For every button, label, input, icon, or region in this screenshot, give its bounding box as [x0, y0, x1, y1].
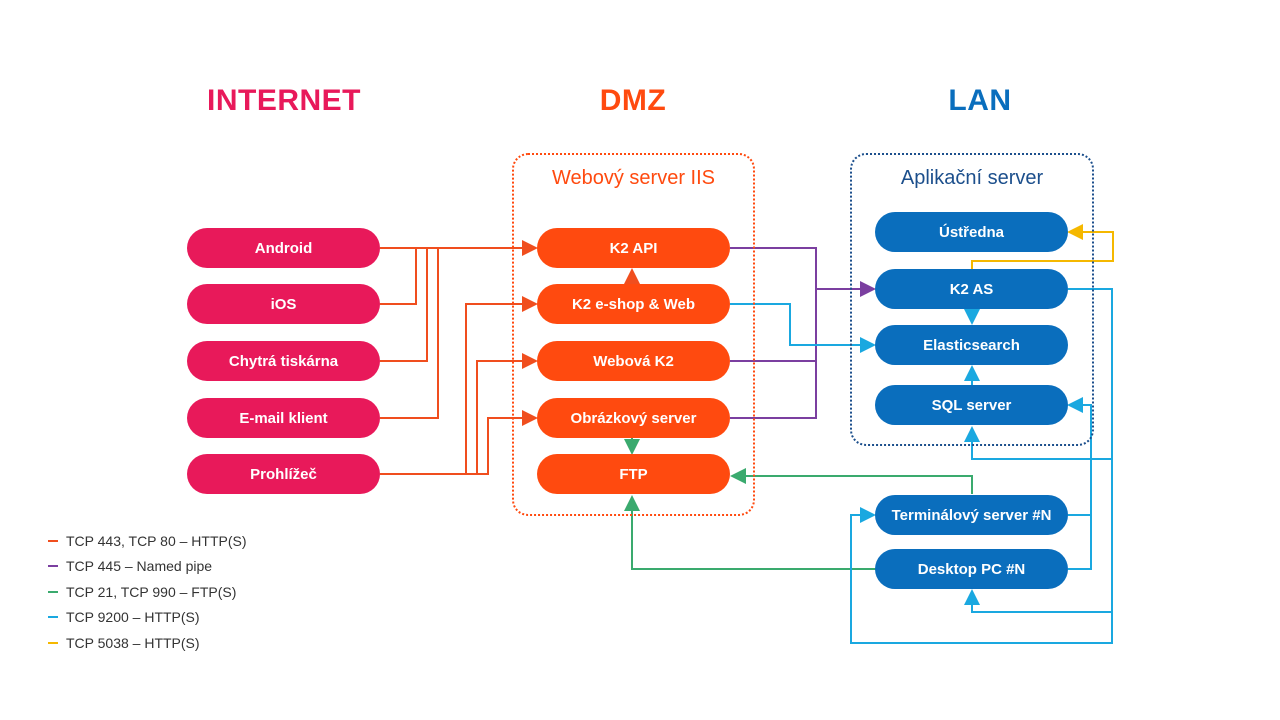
legend-label-ftp: TCP 21, TCP 990 – FTP(S) — [66, 583, 237, 600]
node-ios: iOS — [187, 284, 380, 324]
legend: TCP 443, TCP 80 – HTTP(S) TCP 445 – Name… — [48, 528, 247, 656]
legend-item-named-pipe: TCP 445 – Named pipe — [48, 554, 247, 580]
legend-swatch-elastic — [48, 616, 58, 619]
named-pipe-links — [730, 247, 876, 419]
legend-item-elastic: TCP 9200 – HTTP(S) — [48, 605, 247, 631]
node-smart-printer: Chytrá tiskárna — [187, 341, 380, 381]
node-ustredna: Ústředna — [875, 212, 1068, 252]
legend-swatch-http — [48, 539, 58, 542]
zone-title-lan: LAN — [948, 84, 1012, 117]
legend-swatch-ami — [48, 641, 58, 644]
node-k2-api: K2 API — [537, 228, 730, 268]
node-image-server: Obrázkový server — [537, 398, 730, 438]
node-sql-server: SQL server — [875, 385, 1068, 425]
legend-label-named-pipe: TCP 445 – Named pipe — [66, 558, 213, 575]
node-webova-k2: Webová K2 — [537, 341, 730, 381]
legend-label-elastic: TCP 9200 – HTTP(S) — [66, 609, 200, 626]
node-k2-as: K2 AS — [875, 269, 1068, 309]
app-server-group-label: Aplikační server — [900, 167, 1044, 189]
app-server-group: Aplikační server — [850, 153, 1094, 446]
node-terminal-server: Terminálový server #N — [875, 495, 1068, 535]
node-k2-eshop-web: K2 e-shop & Web — [537, 284, 730, 324]
http-links-to-k2-api — [380, 240, 538, 419]
node-desktop-pc: Desktop PC #N — [875, 549, 1068, 589]
zone-title-dmz: DMZ — [599, 84, 667, 117]
zone-title-internet: INTERNET — [207, 84, 361, 117]
legend-swatch-ftp — [48, 590, 58, 593]
legend-label-ami: TCP 5038 – HTTP(S) — [66, 634, 200, 651]
legend-item-http: TCP 443, TCP 80 – HTTP(S) — [48, 528, 247, 554]
node-browser: Prohlížeč — [187, 454, 380, 494]
node-ftp: FTP — [537, 454, 730, 494]
ftp-links — [624, 438, 973, 570]
node-email-client: E-mail klient — [187, 398, 380, 438]
legend-label-http: TCP 443, TCP 80 – HTTP(S) — [66, 532, 247, 549]
web-server-group-label: Webový server IIS — [551, 167, 716, 189]
legend-swatch-named-pipe — [48, 565, 58, 568]
legend-item-ami: TCP 5038 – HTTP(S) — [48, 630, 247, 656]
node-elasticsearch: Elasticsearch — [875, 325, 1068, 365]
ami-link — [971, 224, 1114, 269]
node-android: Android — [187, 228, 380, 268]
elastic-sql-links — [730, 288, 1113, 644]
legend-item-ftp: TCP 21, TCP 990 – FTP(S) — [48, 579, 247, 605]
web-server-group: Webový server IIS — [512, 153, 755, 516]
